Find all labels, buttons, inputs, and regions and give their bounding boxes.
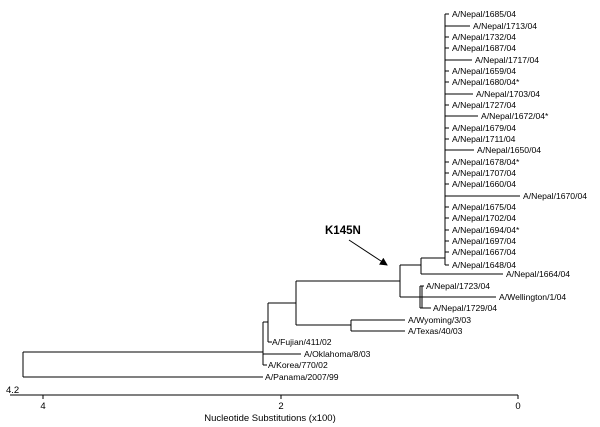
leaf-label: A/Nepal/1729/04	[433, 303, 497, 313]
nepal-clade: A/Nepal/1685/04 A/Nepal/1713/04 A/Nepal/…	[420, 9, 587, 279]
leaf-label: A/Nepal/1685/04	[452, 9, 516, 19]
leaf-label: A/Nepal/1723/04	[426, 281, 490, 291]
mutation-label: K145N	[325, 225, 361, 237]
wellington-clade: A/Nepal/1723/04 A/Wellington/1/04 A/Nepa…	[419, 281, 566, 313]
leaf-label: A/Panama/2007/99	[265, 372, 339, 382]
tick-label: 4	[40, 401, 45, 412]
mutation-arrow	[348, 239, 388, 266]
leaf-label: A/Nepal/1667/04	[452, 247, 516, 257]
leaf-label: A/Nepal/1679/04	[452, 123, 516, 133]
leaf-label: A/Oklahoma/8/03	[304, 349, 371, 359]
leaf-label: A/Texas/40/03	[408, 326, 463, 336]
leaf-label: A/Fujian/411/02	[272, 337, 332, 347]
leaf-label: A/Nepal/1659/04	[452, 66, 516, 76]
axis-end-label: 4.2	[6, 385, 19, 396]
leaf-label: A/Nepal/1713/04	[473, 21, 537, 31]
leaf-label: A/Nepal/1697/04	[452, 236, 516, 246]
leaf-label: A/Nepal/1664/04	[506, 269, 570, 279]
axis-title: Nucleotide Substitutions (x100)	[204, 413, 336, 424]
leaf-label: A/Nepal/1660/04	[452, 179, 516, 189]
leaf-label: A/Nepal/1680/04*	[452, 77, 520, 87]
leaf-label: A/Nepal/1678/04*	[452, 157, 520, 167]
tick-label: 0	[515, 401, 520, 412]
leaf-label: A/Nepal/1672/04*	[481, 111, 549, 121]
leaf-label: A/Nepal/1717/04	[475, 55, 539, 65]
leaf-label: A/Nepal/1675/04	[452, 202, 516, 212]
leaf-label: A/Nepal/1711/04	[452, 134, 516, 144]
leaf-label: A/Nepal/1727/04	[452, 100, 516, 110]
leaf-label: A/Nepal/1702/04	[452, 213, 516, 223]
leaf-label: A/Nepal/1707/04	[452, 168, 516, 178]
leaf-label: A/Nepal/1732/04	[452, 32, 516, 42]
wyoming-texas-clade: A/Wyoming/3/03 A/Texas/40/03	[350, 315, 471, 336]
leaf-label: A/Wyoming/3/03	[408, 315, 471, 325]
leaf-label: A/Nepal/1694/04*	[452, 225, 520, 235]
scale-axis: 4.2 4 2 0 Nucleotide Substitutions (x100…	[6, 385, 521, 424]
leaf-label: A/Nepal/1650/04	[477, 145, 541, 155]
leaf-label: A/Nepal/1670/04	[523, 191, 587, 201]
leaf-label: A/Nepal/1687/04	[452, 43, 516, 53]
leaf-label: A/Korea/770/02	[268, 360, 328, 370]
leaf-label: A/Wellington/1/04	[499, 292, 566, 302]
leaf-label: A/Nepal/1703/04	[476, 89, 540, 99]
leaf-label: A/Nepal/1648/04	[452, 260, 516, 270]
tick-label: 2	[278, 401, 283, 412]
